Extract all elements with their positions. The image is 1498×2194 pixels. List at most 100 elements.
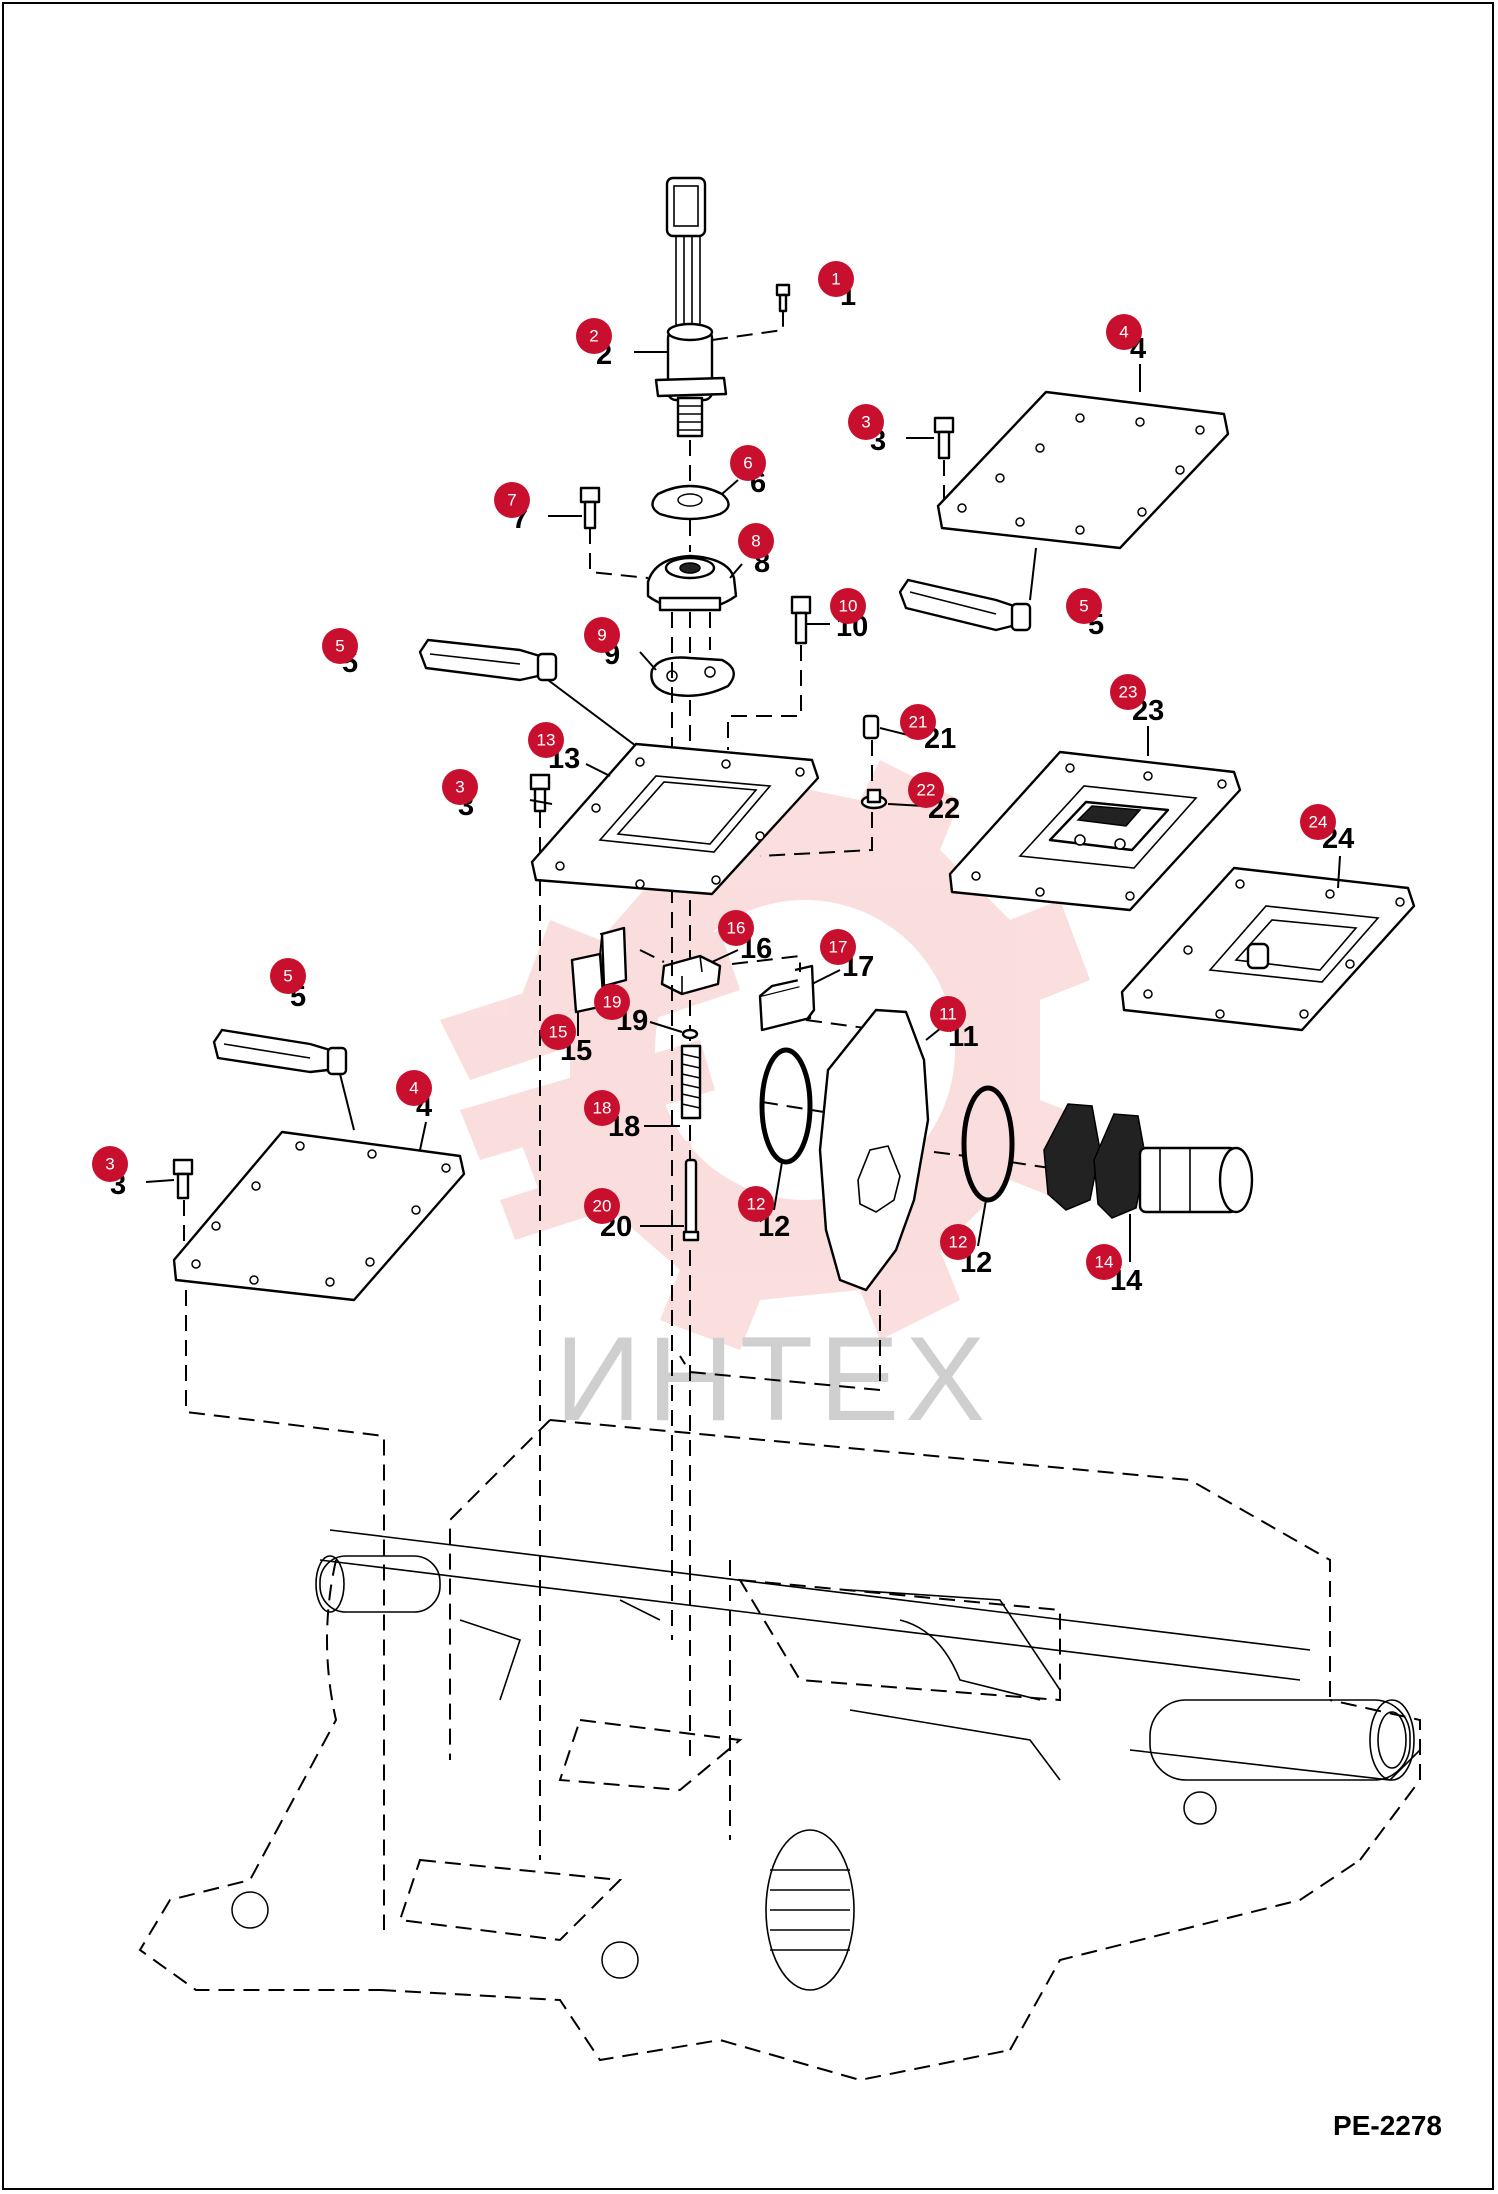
leader-5-lower: [339, 1073, 355, 1131]
pin-20: [682, 1158, 700, 1242]
callout-21: 21: [900, 704, 936, 740]
svg-text:4: 4: [1119, 323, 1128, 342]
block-16: [660, 954, 722, 996]
o-ring-12-right: [961, 1085, 1015, 1203]
svg-text:13: 13: [537, 731, 556, 750]
callout-12-left: 12: [738, 1186, 774, 1222]
fitting-21: [862, 714, 880, 740]
callout-5-left: 5: [322, 628, 358, 664]
callout-16: 16: [718, 910, 754, 946]
callout-5-lower: 5: [270, 958, 306, 994]
svg-text:5: 5: [283, 967, 292, 986]
bolt-10: [790, 595, 812, 645]
callout-15: 15: [540, 1014, 576, 1050]
callout-4-top: 4: [1106, 314, 1142, 350]
leader-5-left: [547, 679, 637, 747]
callout-19: 19: [594, 984, 630, 1020]
drawing-code-label: PE-2278: [1333, 2110, 1442, 2141]
svg-text:12: 12: [949, 1233, 968, 1252]
callout-9: 9: [584, 617, 620, 653]
callout-6: 6: [730, 445, 766, 481]
solenoid-valve: [654, 176, 728, 438]
block-17: [758, 964, 816, 1032]
drive-shaft-14: [1043, 1103, 1254, 1219]
callout-3-top: 3: [848, 404, 884, 440]
main-frame: [138, 1419, 1421, 2082]
svg-text:22: 22: [917, 781, 936, 800]
callout-17: 17: [820, 929, 856, 965]
svg-text:14: 14: [1095, 1253, 1114, 1272]
svg-text:3: 3: [861, 413, 870, 432]
cover-plate-4-top: [936, 390, 1230, 550]
callout-24: 24: [1300, 804, 1336, 840]
callout-2: 2: [576, 318, 612, 354]
svg-text:20: 20: [593, 1197, 612, 1216]
callout-18: 18: [584, 1090, 620, 1126]
screw-1: [775, 283, 791, 313]
dashed-drop-disc: [679, 1290, 881, 1392]
cover-plate-13: [530, 742, 820, 896]
svg-text:15: 15: [549, 1023, 568, 1042]
leader-5-right: [1029, 547, 1037, 601]
svg-text:24: 24: [1309, 813, 1328, 832]
dashed-drop-cover-4: [185, 1290, 385, 1930]
svg-text:3: 3: [105, 1155, 114, 1174]
brake-disc-11: [818, 1008, 930, 1292]
svg-text:16: 16: [727, 919, 746, 938]
svg-text:8: 8: [751, 532, 760, 551]
callout-11: 11: [930, 996, 966, 1032]
dashed-line-21-22: [759, 740, 873, 857]
svg-text:11: 11: [939, 1005, 957, 1024]
callout-12-right: 12: [940, 1224, 976, 1260]
washer-19: [681, 1028, 699, 1040]
dashed-drop-center: [671, 960, 691, 1760]
svg-text:6: 6: [743, 454, 752, 473]
svg-text:23: 23: [1119, 683, 1138, 702]
svg-text:4: 4: [409, 1079, 418, 1098]
valve-body-8: [646, 554, 738, 612]
svg-text:10: 10: [839, 597, 858, 616]
plate-9: [650, 656, 735, 697]
block-15: [570, 926, 628, 1014]
bolt-3-middle: [529, 773, 551, 813]
svg-text:5: 5: [335, 637, 344, 656]
svg-text:19: 19: [603, 993, 622, 1012]
dashed-line-7: [589, 528, 649, 579]
callout-3-lower: 3: [92, 1146, 128, 1182]
callout-7: 7: [494, 482, 530, 518]
svg-text:12: 12: [747, 1195, 766, 1214]
grease-tube-5-lower: [212, 1028, 348, 1076]
svg-text:9: 9: [597, 626, 606, 645]
callout-23: 23: [1110, 674, 1146, 710]
dashed-line-1: [711, 312, 784, 341]
svg-text:1: 1: [831, 270, 840, 289]
svg-text:18: 18: [593, 1099, 612, 1118]
dashed-line-10: [727, 645, 802, 750]
callout-3-middle: 3: [442, 769, 478, 805]
svg-text:17: 17: [829, 938, 848, 957]
svg-text:5: 5: [1079, 597, 1088, 616]
bolt-3-lower: [172, 1158, 194, 1200]
callout-20: 20: [584, 1188, 620, 1224]
plug-22: [860, 788, 888, 810]
svg-text:3: 3: [455, 778, 464, 797]
callout-1: 1: [818, 261, 854, 297]
spring-18: [680, 1044, 702, 1120]
callout-14: 14: [1086, 1244, 1122, 1280]
o-ring-12-left: [759, 1047, 813, 1165]
svg-text:21: 21: [909, 713, 928, 732]
grease-tube-5-right: [898, 578, 1032, 632]
dashed-axis-disc: [761, 1101, 1051, 1169]
callout-8: 8: [738, 523, 774, 559]
label-leaders: [145, 351, 1341, 1262]
callout-22: 22: [908, 772, 944, 808]
cover-plate-23: [948, 750, 1242, 912]
callout-5-right: 5: [1066, 588, 1102, 624]
callout-10: 10: [830, 588, 866, 624]
bolt-3-top: [933, 416, 955, 460]
callout-13: 13: [528, 722, 564, 758]
grease-tube-5-left: [418, 638, 558, 682]
